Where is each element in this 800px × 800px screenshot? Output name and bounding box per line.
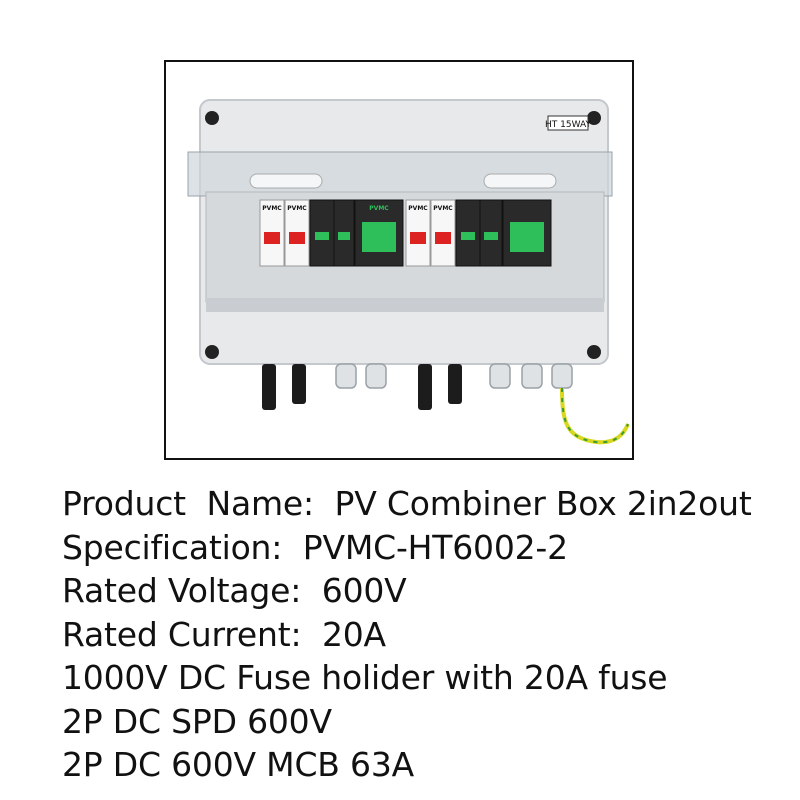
cover-hinge — [483, 173, 557, 189]
spec-rated-current: Rated Current: 20A — [62, 614, 386, 654]
spec-rated-voltage: Rated Voltage: 600V — [62, 571, 407, 610]
spd-right — [455, 199, 503, 267]
mc4-connector-icon — [262, 364, 462, 410]
svg-text:PVMC: PVMC — [433, 205, 453, 212]
screw-icon — [587, 345, 601, 359]
screw-icon — [205, 111, 219, 125]
enclosure-label-plate — [547, 115, 589, 131]
screw-icon — [205, 345, 219, 359]
cable-gland-icon — [335, 363, 573, 389]
din-compartment-lip — [206, 298, 604, 312]
fuse-holder-left-1: PVMC — [259, 199, 285, 267]
spec-fuse-holder: 1000V DC Fuse holider with 20A fuse — [62, 658, 668, 697]
svg-text:PVMC: PVMC — [287, 205, 307, 212]
svg-text:PVMC: PVMC — [262, 205, 282, 212]
svg-text:PVMC: PVMC — [408, 205, 428, 212]
fuse-holder-right-2: PVMC — [430, 199, 456, 267]
spd-left — [309, 199, 355, 267]
cover-hinge — [249, 173, 323, 189]
screw-icon — [587, 111, 601, 125]
product-photo-frame: HT 15WAY PVMC PVMC PVMC — [164, 60, 634, 460]
spec-product-name: Product Name: PV Combiner Box 2in2out — [62, 484, 752, 523]
svg-text:PVMC: PVMC — [369, 205, 389, 212]
spec-mcb: 2P DC 600V MCB 63A — [62, 745, 414, 784]
ground-wire-stripe — [561, 387, 629, 444]
spec-specification: Specification: PVMC-HT6002-2 — [62, 527, 568, 567]
fuse-holder-right-1: PVMC — [405, 199, 431, 267]
enclosure-label: HT 15WAY — [545, 120, 591, 130]
spec-spd: 2P DC SPD 600V — [62, 701, 332, 741]
mcb-right — [502, 199, 552, 267]
spec-list: Product Name: PV Combiner Box 2in2out Sp… — [62, 482, 792, 787]
combiner-box-illustration: HT 15WAY PVMC PVMC PVMC — [187, 99, 630, 445]
mcb-left: PVMC — [354, 199, 404, 267]
fuse-holder-left-2: PVMC — [284, 199, 310, 267]
ground-wire — [560, 387, 630, 445]
